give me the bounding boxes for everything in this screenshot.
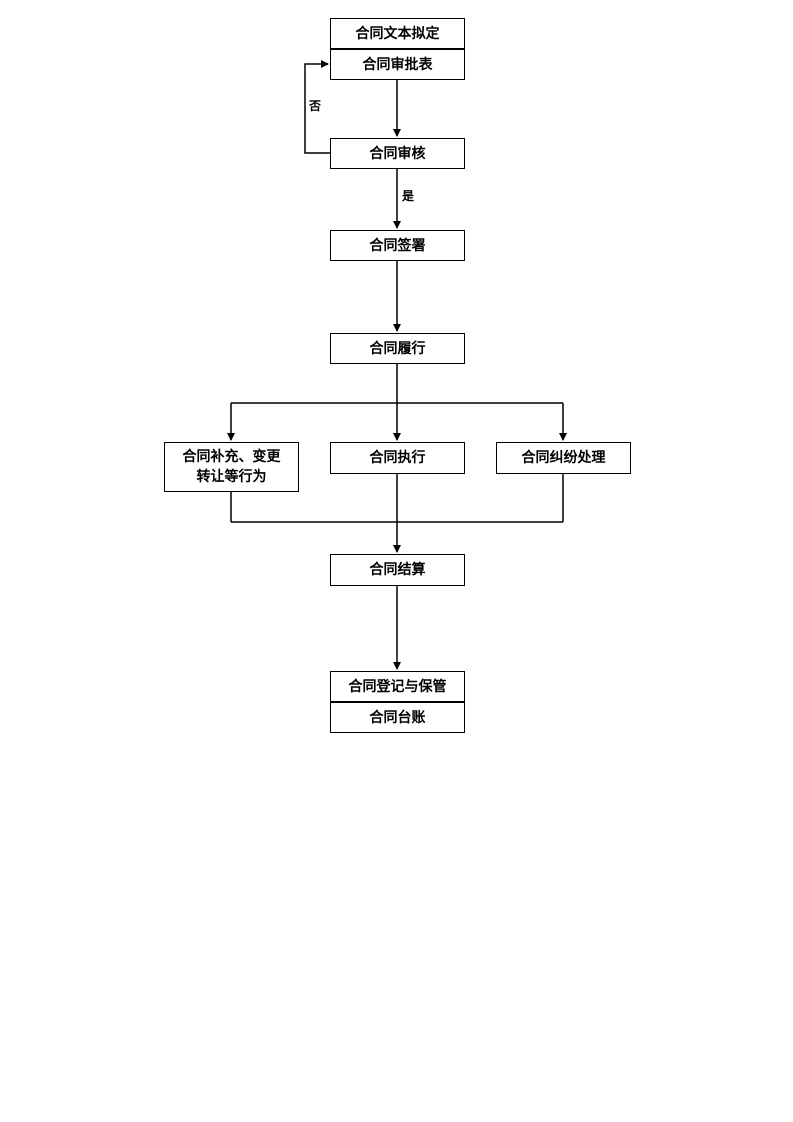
node-supplement-label-line2: 转让等行为 — [196, 469, 267, 485]
node-settlement: 合同结算 — [330, 554, 465, 586]
node-execution-label: 合同执行 — [369, 450, 426, 466]
arrow-review-loop-back — [304, 60, 330, 154]
node-review-label: 合同审核 — [369, 145, 426, 162]
node-dispute-label: 合同纠纷处理 — [521, 450, 606, 466]
node-ledger-label: 合同台账 — [369, 709, 426, 726]
edge-label-no: 否 — [309, 99, 322, 113]
node-draft-label: 合同文本拟定 — [355, 26, 440, 42]
node-draft: 合同文本拟定 — [330, 18, 465, 49]
node-settlement-label: 合同结算 — [369, 562, 426, 578]
node-performance: 合同履行 — [330, 333, 465, 364]
node-ledger: 合同台账 — [330, 701, 465, 733]
node-dispute: 合同纠纷处理 — [496, 442, 631, 474]
node-registration: 合同登记与保管 — [330, 671, 465, 702]
node-supplement: 合同补充、变更 转让等行为 — [164, 442, 299, 492]
node-approval-form: 合同审批表 — [330, 48, 465, 80]
node-review: 合同审核 — [330, 138, 465, 169]
node-registration-label: 合同登记与保管 — [348, 679, 447, 695]
edge-label-yes: 是 — [402, 189, 415, 203]
node-execution: 合同执行 — [330, 442, 465, 474]
node-supplement-label-line1: 合同补充、变更 — [182, 449, 281, 465]
node-signing-label: 合同签署 — [369, 237, 426, 254]
node-approval-form-label: 合同审批表 — [362, 56, 433, 73]
node-signing: 合同签署 — [330, 230, 465, 261]
node-performance-label: 合同履行 — [369, 340, 426, 357]
